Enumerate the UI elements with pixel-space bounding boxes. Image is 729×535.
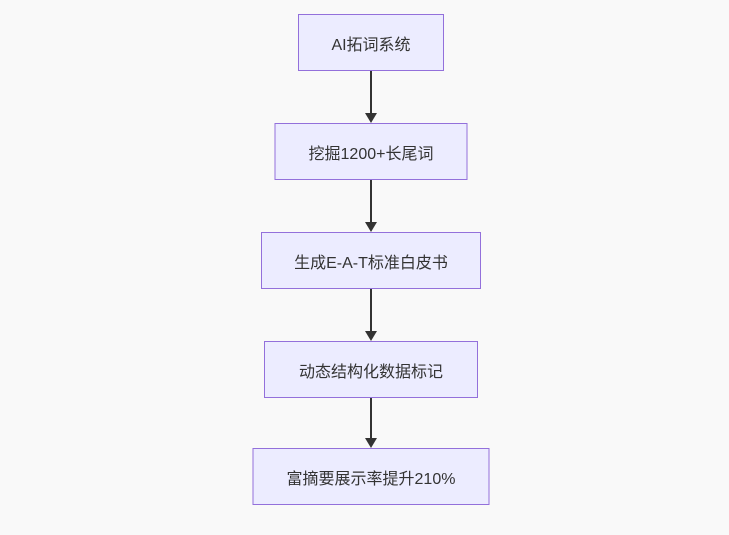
arrowhead-down-icon <box>365 222 377 232</box>
flowchart-node-ai-word-expansion-system: AI拓词系统 <box>298 14 444 71</box>
edge-line <box>370 289 372 331</box>
edge-line <box>370 180 372 222</box>
flowchart-node-generate-eat-whitepaper: 生成E-A-T标准白皮书 <box>261 232 481 289</box>
arrowhead-down-icon <box>365 438 377 448</box>
node-label: 动态结构化数据标记 <box>298 363 443 381</box>
flowchart-edge-2 <box>365 180 377 232</box>
flowchart-node-rich-snippet-rate-increase: 富摘要展示率提升210% <box>252 448 490 505</box>
flowchart-edge-4 <box>365 398 377 448</box>
node-label: 挖掘1200+长尾词 <box>308 145 434 163</box>
flowchart-node-dynamic-structured-data-markup: 动态结构化数据标记 <box>264 341 478 398</box>
flowchart-edge-1 <box>365 71 377 123</box>
arrowhead-down-icon <box>365 331 377 341</box>
arrowhead-down-icon <box>365 113 377 123</box>
node-label: 生成E-A-T标准白皮书 <box>294 254 448 272</box>
flowchart-node-mine-longtail-keywords: 挖掘1200+长尾词 <box>274 123 468 180</box>
node-label: AI拓词系统 <box>331 36 411 54</box>
edge-line <box>370 71 372 113</box>
node-label: 富摘要展示率提升210% <box>286 470 456 488</box>
edge-line <box>370 398 372 438</box>
flowchart-edge-3 <box>365 289 377 341</box>
